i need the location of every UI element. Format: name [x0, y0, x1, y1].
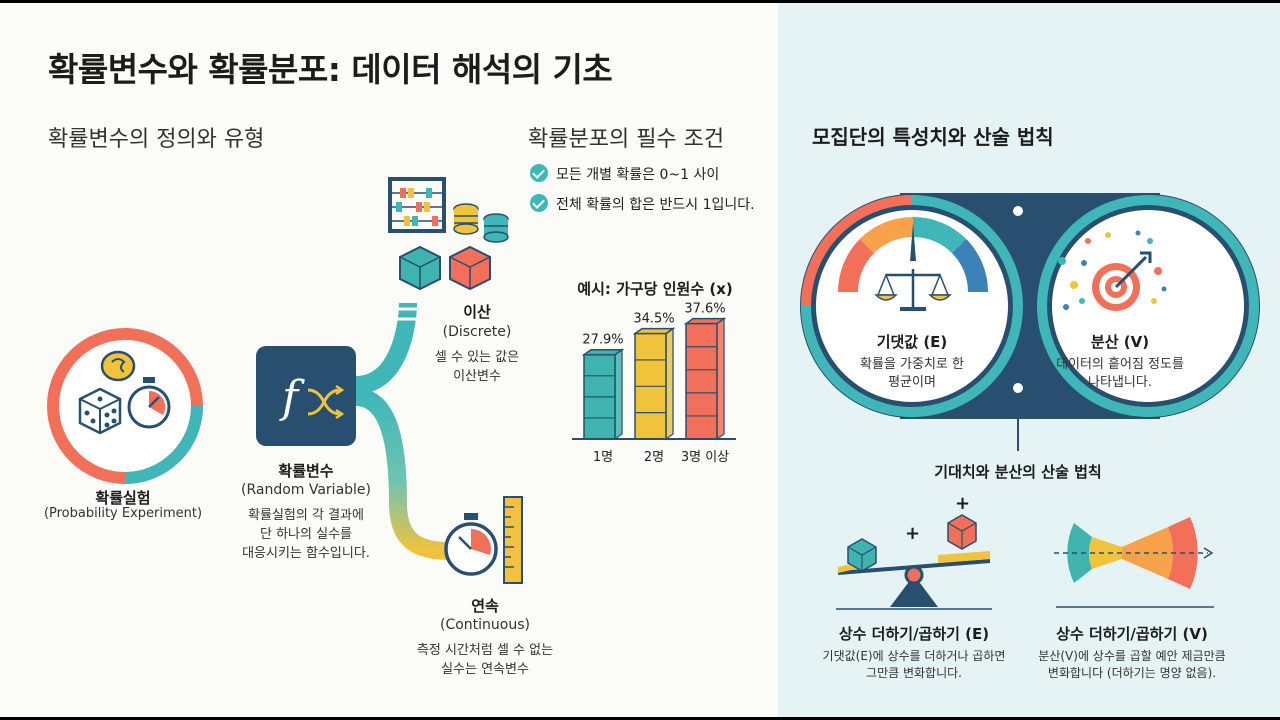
check-icon — [530, 164, 548, 182]
cube-icon-coral — [449, 245, 491, 291]
abacus-icon — [388, 177, 446, 233]
seesaw-icon — [836, 514, 992, 610]
household-bar-chart: 27.9% 1명 34.5% 2명 37.6% 3명 이상 — [572, 302, 736, 465]
discrete-sub: (Discrete) — [442, 324, 512, 340]
continuous-label: 연속 — [471, 597, 499, 615]
gauge-icon — [837, 216, 989, 293]
coin-icon — [100, 350, 136, 382]
dice-icon — [78, 387, 122, 435]
bar-3 — [683, 317, 727, 441]
random-variable-sub: (Random Variable) — [240, 482, 372, 498]
experiment-sub: (Probability Experiment) — [43, 506, 203, 521]
rules-title: 기대치와 분산의 산술 법칙 — [934, 463, 1102, 481]
experiment-ring — [47, 328, 203, 484]
coins-stack-icon — [453, 203, 509, 243]
variance-label: 분산 (V) — [1090, 333, 1150, 351]
branch-tubes — [354, 302, 451, 560]
continuous-desc: 측정 시간처럼 셀 수 없는 실수는 연속변수 — [416, 643, 554, 677]
section-title-population: 모집단의 특성치와 산술 법칙 — [812, 125, 1054, 149]
category-label: 2명 — [644, 450, 664, 465]
check-icon — [530, 194, 548, 212]
section-title-definition: 확률변수의 정의와 유형 — [48, 127, 265, 152]
chart-title: 예시: 가구당 인원수 (x) — [577, 280, 733, 298]
plus-sign: + — [955, 493, 971, 514]
function-icon: f — [256, 346, 356, 446]
bar-value-label: 34.5% — [633, 312, 674, 327]
category-label: 3명 이상 — [681, 450, 729, 465]
cube-icon-teal — [399, 245, 441, 291]
bar-2 — [632, 327, 676, 441]
stopwatch-icon-large — [444, 513, 498, 576]
expectation-desc: 확률을 가중치로 한 평균이며 — [860, 357, 964, 390]
plus-sign: + — [905, 523, 921, 544]
rule-e-label: 상수 더하기/곱하기 (E) — [838, 625, 990, 643]
continuous-sub: (Continuous) — [440, 617, 530, 633]
bar-1 — [581, 348, 625, 441]
experiment-label: 확률실험 — [95, 489, 151, 507]
stopwatch-icon — [127, 377, 171, 429]
section-title-conditions: 확률분포의 필수 조건 — [528, 127, 725, 152]
spread-icon — [1054, 517, 1214, 608]
rule-v-label: 상수 더하기/곱하기 (V) — [1056, 625, 1208, 643]
ruler-icon — [503, 496, 523, 584]
random-variable-label: 확률변수 — [278, 462, 334, 480]
page-title: 확률변수와 확률분포: 데이터 해석의 기초 — [48, 50, 613, 89]
random-variable-desc: 확률실험의 각 결과에 단 하나의 실수를 대응시키는 함수입니다. — [242, 508, 370, 561]
discrete-label: 이산 — [463, 303, 491, 321]
balance-scale-icon — [874, 269, 952, 311]
rule-e-desc: 기댓값(E)에 상수를 더하거나 곱하면 그만큼 변화합니다. — [822, 649, 1006, 680]
rule-v-desc: 분산(V)에 상수를 곱할 예안 제금만큼 변화합니다 (더하기는 명양 없음)… — [1038, 649, 1226, 680]
target-icon — [1058, 230, 1167, 311]
discrete-desc: 셀 수 있는 값은 이산변수 — [434, 350, 520, 384]
condition-item: 모든 개별 확률은 0~1 사이 — [556, 167, 720, 183]
expectation-label: 기댓값 (E) — [876, 333, 948, 351]
category-label: 1명 — [593, 450, 613, 465]
bar-value-label: 37.6% — [684, 302, 725, 317]
infographic: 확률변수와 확률분포: 데이터 해석의 기초 확률변수의 정의와 유형 확률실험… — [0, 3, 1280, 717]
bar-value-label: 27.9% — [582, 333, 623, 348]
condition-item: 전체 확률의 합은 반드시 1입니다. — [556, 197, 755, 213]
variance-desc: 데이터의 흩어짐 정도를 나타냅니다. — [1056, 357, 1184, 390]
